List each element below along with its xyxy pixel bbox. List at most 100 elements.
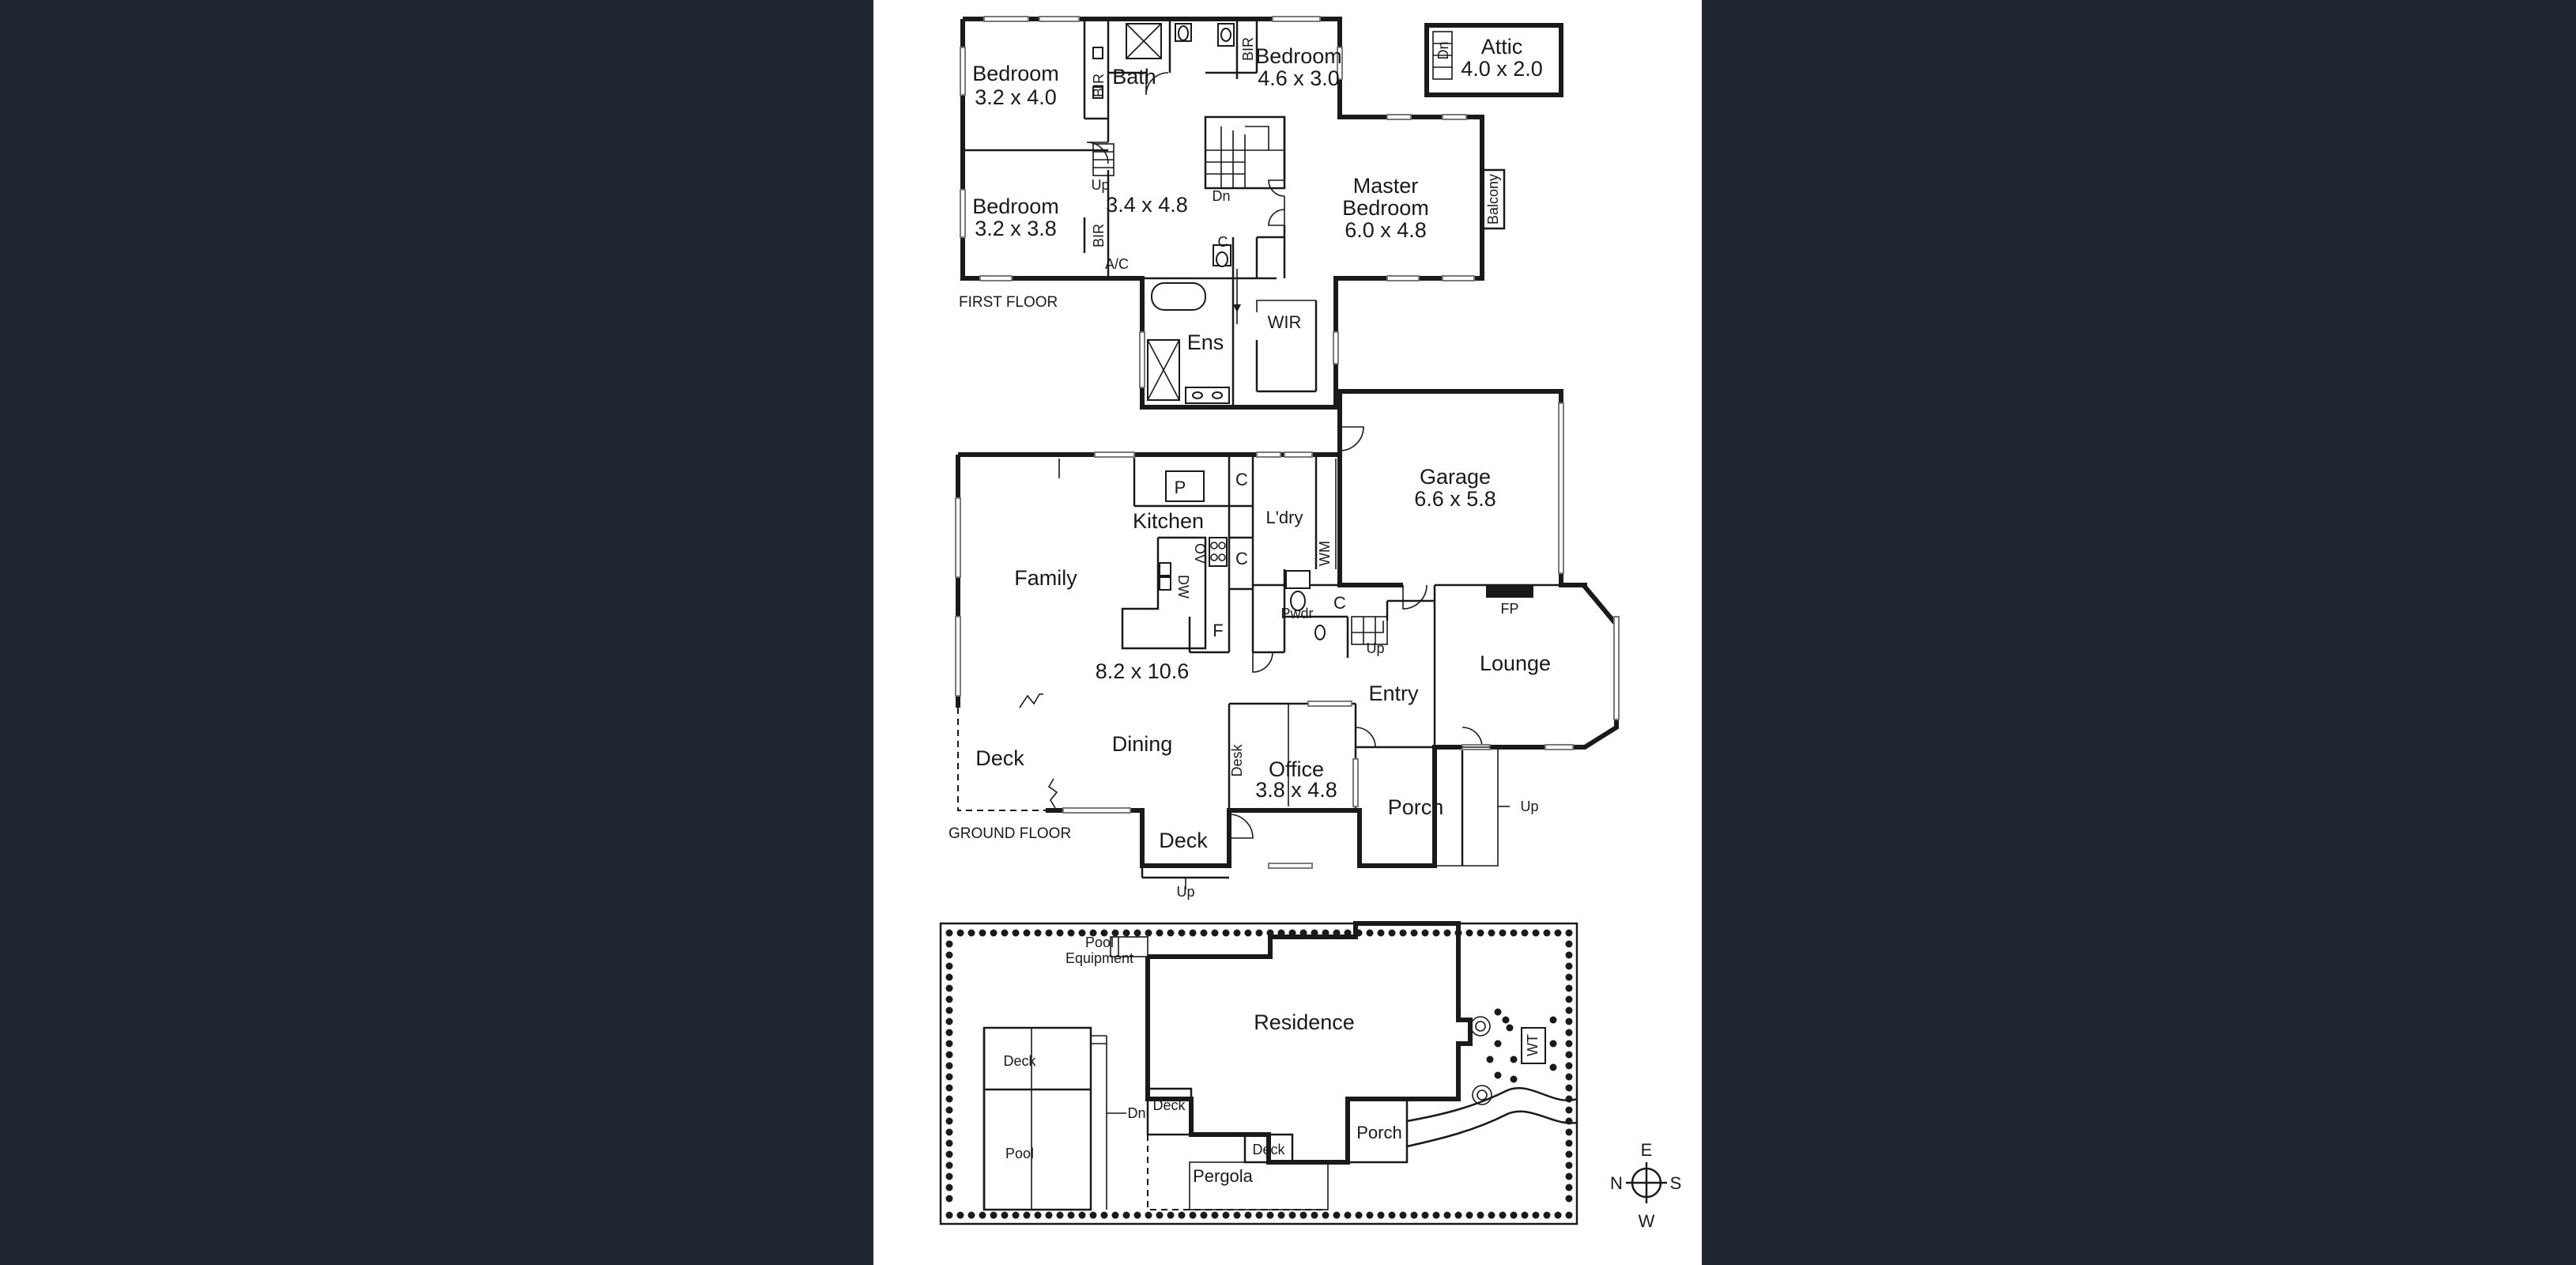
hedge-dot	[945, 929, 953, 937]
hedge-dot	[1056, 929, 1064, 937]
hedge-dot	[1366, 929, 1374, 937]
trees	[1470, 1016, 1492, 1105]
hedge-dot	[1277, 1211, 1285, 1219]
bir-label-ne: BIR	[1240, 37, 1256, 61]
hedge-dot	[1189, 929, 1197, 937]
hedge-dot	[1377, 929, 1385, 937]
hedge-dot	[1565, 1095, 1573, 1103]
hedge-dot	[945, 1006, 953, 1014]
hedge-dot	[1012, 1211, 1020, 1219]
hedge-dot	[945, 1073, 953, 1081]
attic-stair	[1432, 31, 1453, 80]
site-boundary	[939, 922, 1578, 1225]
hedge-dot	[1023, 1211, 1031, 1219]
hedge-dot	[1045, 929, 1053, 937]
garden-path-lower	[1406, 1110, 1578, 1148]
hedge-dot	[1432, 1211, 1440, 1219]
hedge-dot	[1410, 929, 1418, 937]
hedge-dot	[1089, 1211, 1097, 1219]
hedge-dot	[1443, 1211, 1451, 1219]
hall-stair-symbol	[1092, 143, 1115, 176]
hedge-dot	[945, 951, 953, 959]
pool-area	[983, 1026, 1107, 1211]
hedge-dot	[1565, 984, 1573, 992]
hedge-dot	[1565, 1073, 1573, 1081]
hedge-dot	[1111, 929, 1119, 937]
hedge-dot	[1012, 929, 1020, 937]
hedge-dot	[1477, 929, 1484, 937]
hedge-dot	[1565, 1161, 1573, 1169]
hedge-dot	[1421, 929, 1429, 937]
hedge-dot	[1565, 1106, 1573, 1114]
hedge-dot	[1554, 1211, 1562, 1219]
hedge-dot	[1499, 929, 1507, 937]
hedge-dot	[1477, 1211, 1484, 1219]
hedge-dot	[1499, 1211, 1507, 1219]
hedge-dot	[1521, 929, 1529, 937]
hedge-dot	[1377, 1211, 1385, 1219]
first-floor-doors	[1086, 72, 1285, 226]
balcony	[1480, 168, 1506, 230]
water-tank-label: WT	[1525, 1034, 1541, 1056]
hedge-dot	[1565, 1062, 1573, 1070]
hedge-dot	[945, 1172, 953, 1180]
hedge-dot	[1145, 929, 1152, 937]
hedge-dot	[956, 929, 964, 937]
floor-plan-drawing: Bedroom 3.2 x 4.0 Bedroom 3.2 x 3.8 Bedr…	[939, 16, 1681, 1231]
hedge-dot	[1167, 929, 1175, 937]
hedge-dot	[945, 1128, 953, 1136]
hedge-dot	[1023, 929, 1031, 937]
hedge-dot	[1034, 929, 1042, 937]
hedge-dot	[1399, 929, 1407, 937]
hedge-dot	[1244, 1211, 1252, 1219]
hedge-dot	[1167, 1211, 1175, 1219]
dw-label: DW	[1175, 575, 1191, 599]
fireplace	[1486, 585, 1533, 598]
hedge-dot	[990, 929, 998, 937]
hedge-dot	[1410, 1211, 1418, 1219]
hedge-dot	[1465, 929, 1473, 937]
c-label-2: C	[1235, 549, 1248, 568]
hedge-dot	[1355, 1211, 1363, 1219]
hedge-dot	[1100, 929, 1108, 937]
hedge-dot	[1565, 1139, 1573, 1147]
hedge-dot	[1510, 1075, 1518, 1083]
site-deck-west-label: Deck	[1152, 1097, 1186, 1113]
fridge-label: F	[1213, 621, 1223, 640]
ground-floor-outer-wall	[958, 389, 1619, 868]
first-floor-c-label: C	[1218, 234, 1228, 250]
hall-up-label: Up	[1091, 177, 1109, 193]
hedge-dot	[1502, 1016, 1510, 1024]
garage-walls	[1337, 455, 1403, 587]
bedroom-ne-name: Bedroom	[1255, 44, 1342, 68]
deck-up-label: Up	[1176, 884, 1194, 900]
bir-label-bottom: BIR	[1091, 224, 1107, 247]
first-floor-label: FIRST FLOOR	[959, 294, 1058, 311]
ens-label: Ens	[1187, 330, 1224, 354]
hedge-dot	[1565, 1150, 1573, 1158]
hedge-dot	[1056, 1211, 1064, 1219]
first-floor-plan: Bedroom 3.2 x 4.0 Bedroom 3.2 x 3.8 Bedr…	[959, 16, 1563, 410]
hedge-dot	[1565, 973, 1573, 981]
hedge-dot	[1565, 1128, 1573, 1136]
entry-stairs	[1351, 616, 1388, 645]
hedge-dot	[945, 1051, 953, 1059]
hedge-dot	[1133, 1211, 1141, 1219]
hedge-dot	[1565, 1211, 1573, 1219]
hedge-dot	[979, 1211, 986, 1219]
hedge-dot	[1543, 1211, 1551, 1219]
hedge-dot	[1549, 1040, 1557, 1048]
bath-fixtures	[1092, 23, 1235, 99]
hedge-dot	[1454, 1211, 1462, 1219]
hedge-dot	[1089, 929, 1097, 937]
pool-equipment-line2: Equipment	[1065, 950, 1133, 966]
ground-floor-label: GROUND FLOOR	[949, 825, 1071, 842]
hedge-dot	[1122, 929, 1130, 937]
hedge-dot	[1145, 1211, 1152, 1219]
pantry-label: P	[1175, 478, 1186, 497]
hedge-dot	[1067, 929, 1075, 937]
hedge-dot	[1565, 1084, 1573, 1092]
hedge-dot	[1200, 929, 1208, 937]
attic-dn-label: Dn	[1435, 41, 1451, 59]
site-porch-label: Porch	[1356, 1123, 1401, 1142]
